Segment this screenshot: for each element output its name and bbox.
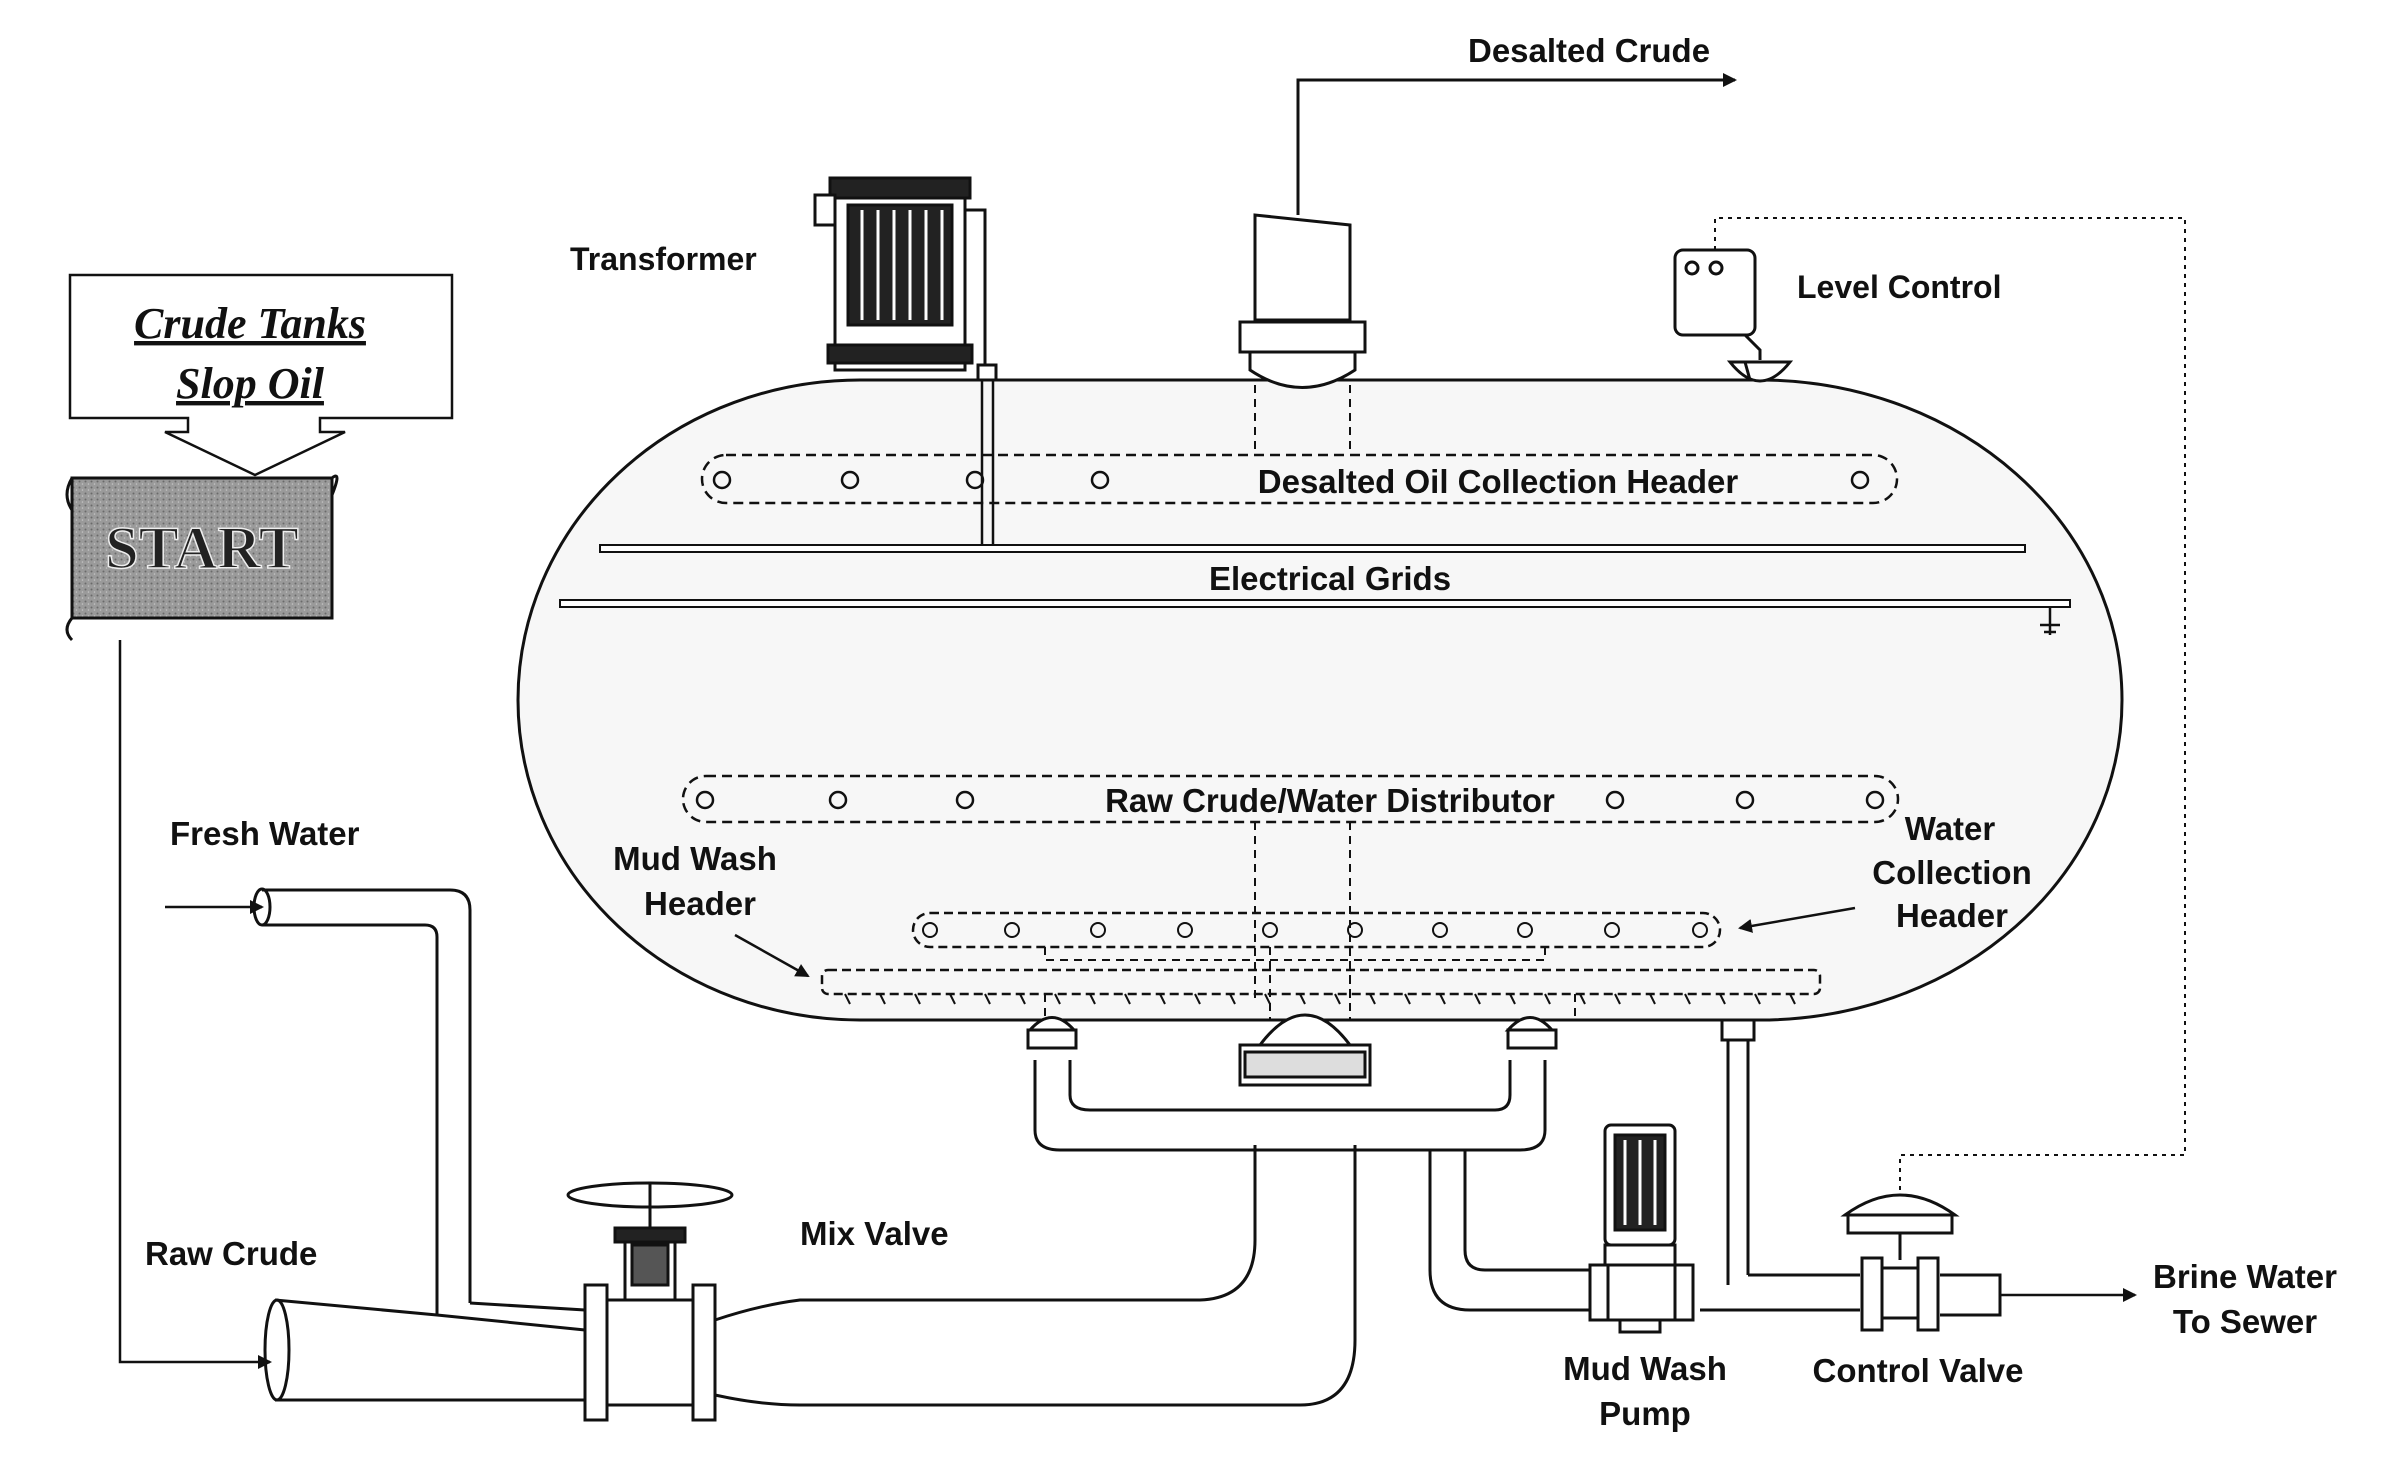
- label-level-control: Level Control: [1797, 269, 2001, 305]
- desalted-oil-collection-header: [700, 453, 1899, 505]
- piping: [252, 887, 2002, 1407]
- ground-symbol: [2040, 607, 2060, 635]
- label-slop-oil: Slop Oil: [176, 359, 325, 408]
- label-desalted-crude: Desalted Crude: [1468, 32, 1710, 69]
- label-raw-crude-distributor: Raw Crude/Water Distributor: [1105, 782, 1555, 819]
- label-fresh-water: Fresh Water: [170, 815, 360, 852]
- labels: Desalted Crude Transformer Level Control…: [104, 32, 2337, 1432]
- level-signal-line: [1714, 217, 2186, 1200]
- control-valve: [1840, 1193, 1960, 1332]
- level-control: [1673, 248, 1794, 383]
- label-brine-water-1: Brine Water: [2153, 1258, 2337, 1295]
- water-collection-leader: [1738, 906, 1856, 933]
- mud-wash-pump: [1588, 1123, 1695, 1334]
- desalter-vessel: [516, 378, 2124, 1022]
- transformer: [813, 176, 998, 382]
- desalted-crude-outlet: [1238, 73, 1737, 389]
- transformer-lead: [980, 380, 995, 545]
- electrical-grid-lower: [559, 599, 2071, 608]
- mix-valve: [566, 1181, 734, 1422]
- header-nozzles-top: [712, 470, 1870, 490]
- crude-tanks-box: [68, 273, 454, 477]
- label-mud-wash-pump-1: Mud Wash: [1563, 1350, 1727, 1387]
- mud-wash-nozzles: [844, 993, 1796, 1005]
- water-collection-header: [911, 911, 1722, 949]
- label-mud-wash-header-2: Header: [644, 885, 756, 922]
- label-water-collection-1: Water: [1905, 810, 1996, 847]
- label-electrical-grids: Electrical Grids: [1209, 560, 1451, 597]
- internal-dashed-piping: [1044, 385, 1576, 1020]
- mud-wash-header: [820, 968, 1822, 996]
- label-mix-valve: Mix Valve: [800, 1215, 949, 1252]
- label-control-valve: Control Valve: [1813, 1352, 2024, 1389]
- electrical-grid-upper: [599, 544, 2026, 553]
- label-start: START: [105, 515, 299, 581]
- label-raw-crude: Raw Crude: [145, 1235, 317, 1272]
- label-mud-wash-header-1: Mud Wash: [613, 840, 777, 877]
- label-water-collection-3: Header: [1896, 897, 2008, 934]
- raw-crude-water-distributor: [681, 774, 1900, 824]
- distributor-nozzles: [695, 790, 1885, 810]
- label-desalted-oil-header: Desalted Oil Collection Header: [1258, 463, 1739, 500]
- mud-wash-header-leader: [734, 933, 810, 978]
- bottom-nozzles: [1026, 1013, 1756, 1087]
- start-banner: [65, 474, 339, 642]
- water-header-nozzles: [922, 922, 1708, 938]
- label-brine-water-2: To Sewer: [2173, 1303, 2317, 1340]
- label-water-collection-2: Collection: [1872, 854, 2032, 891]
- raw-crude-feed-line: [118, 640, 272, 1369]
- label-transformer: Transformer: [570, 241, 757, 277]
- label-crude-tanks: Crude Tanks: [134, 299, 366, 348]
- label-mud-wash-pump-2: Pump: [1599, 1395, 1691, 1432]
